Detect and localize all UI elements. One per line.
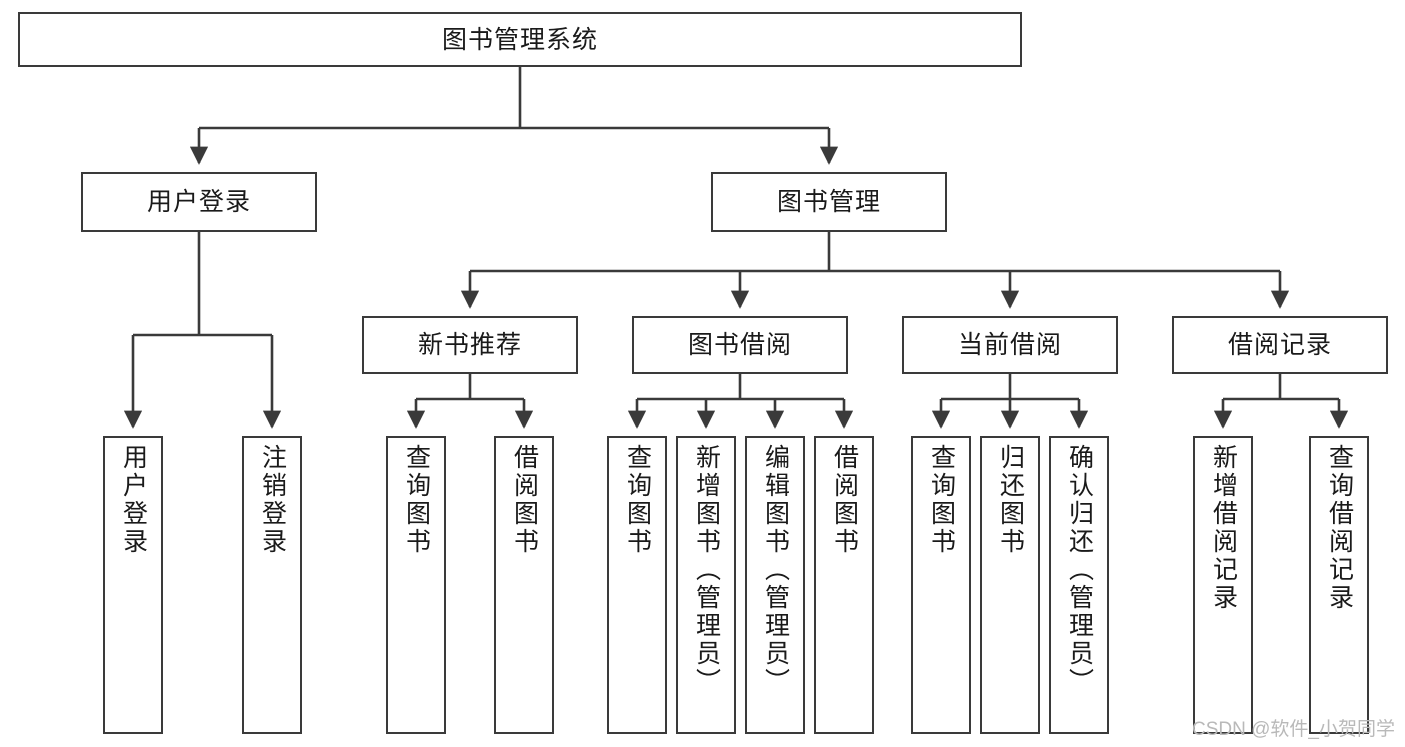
- leaf-borrow-add-book-admin[interactable]: 新增图书（管理员）: [676, 436, 736, 734]
- node-label: 查询图书: [623, 444, 652, 556]
- node-book-borrow[interactable]: 图书借阅: [632, 316, 848, 374]
- node-label: 新增借阅记录: [1209, 444, 1238, 612]
- node-new-book-recommend[interactable]: 新书推荐: [362, 316, 578, 374]
- leaf-current-return-book[interactable]: 归还图书: [980, 436, 1040, 734]
- leaf-recommend-query-book[interactable]: 查询图书: [386, 436, 446, 734]
- node-label: 确认归还（管理员）: [1065, 444, 1094, 696]
- node-user-login[interactable]: 用户登录: [81, 172, 317, 232]
- node-label: 查询借阅记录: [1325, 444, 1354, 612]
- node-label: 新书推荐: [417, 331, 522, 359]
- node-label: 图书借阅: [687, 331, 792, 359]
- node-label: 借阅图书: [510, 444, 539, 556]
- leaf-borrow-edit-book-admin[interactable]: 编辑图书（管理员）: [745, 436, 805, 734]
- node-label: 当前借阅: [957, 331, 1062, 359]
- leaf-user-login-login[interactable]: 用户登录: [103, 436, 163, 734]
- leaf-recommend-borrow-book[interactable]: 借阅图书: [494, 436, 554, 734]
- node-label: 编辑图书（管理员）: [761, 444, 790, 696]
- node-current-borrow[interactable]: 当前借阅: [902, 316, 1118, 374]
- leaf-current-confirm-return-admin[interactable]: 确认归还（管理员）: [1049, 436, 1109, 734]
- node-label: 借阅记录: [1227, 331, 1332, 359]
- leaf-current-query-book[interactable]: 查询图书: [911, 436, 971, 734]
- node-label: 用户登录: [146, 188, 251, 216]
- node-borrow-record[interactable]: 借阅记录: [1172, 316, 1388, 374]
- node-label: 借阅图书: [830, 444, 859, 556]
- node-label: 图书管理: [776, 188, 881, 216]
- node-label: 用户登录: [119, 444, 148, 556]
- node-label: 归还图书: [996, 444, 1025, 556]
- node-label: 图书管理系统: [441, 25, 598, 54]
- node-label: 查询图书: [402, 444, 431, 556]
- leaf-user-login-logout[interactable]: 注销登录: [242, 436, 302, 734]
- node-label: 新增图书（管理员）: [692, 444, 721, 696]
- node-label: 注销登录: [258, 444, 287, 556]
- node-label: 查询图书: [927, 444, 956, 556]
- leaf-borrow-borrow-book[interactable]: 借阅图书: [814, 436, 874, 734]
- leaf-record-query-borrow-record[interactable]: 查询借阅记录: [1309, 436, 1369, 734]
- leaf-borrow-query-book[interactable]: 查询图书: [607, 436, 667, 734]
- node-root-book-management-system[interactable]: 图书管理系统: [18, 12, 1022, 67]
- node-book-management[interactable]: 图书管理: [711, 172, 947, 232]
- watermark-text: CSDN @软件_小贺同学: [1192, 719, 1395, 740]
- leaf-record-add-borrow-record[interactable]: 新增借阅记录: [1193, 436, 1253, 734]
